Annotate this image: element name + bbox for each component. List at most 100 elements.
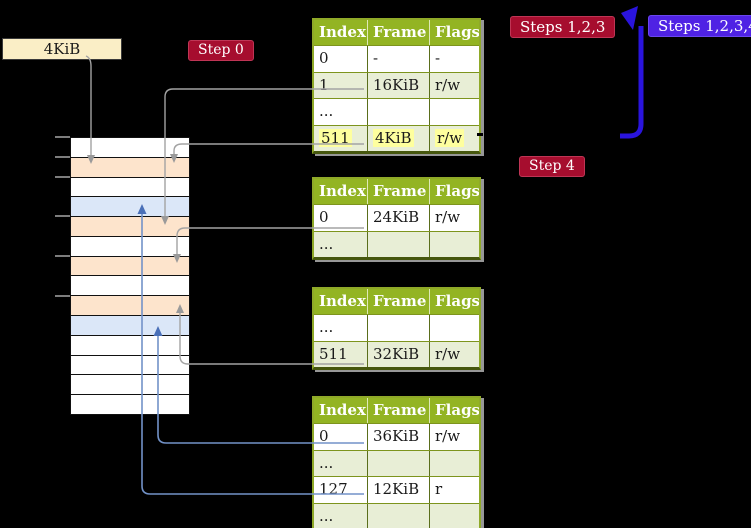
cell-text: r/w (435, 344, 461, 363)
cell-text: 36KiB (373, 427, 420, 445)
memory-frame-row-peach (71, 217, 189, 237)
memory-frame-row-white (71, 236, 189, 257)
cell-flags (429, 99, 479, 125)
cell-flags (429, 231, 479, 257)
cell-flags: r/w (429, 424, 479, 450)
memory-frame-row-white (71, 395, 189, 414)
table-row: ... (314, 502, 479, 528)
cell-frame: - (367, 46, 429, 72)
cell-flags (429, 503, 479, 528)
page-table-level4: Index Frame Flags 0 - - 1 16KiB r/w ... … (312, 18, 481, 154)
cell-frame (367, 450, 429, 476)
physical-memory-strip (70, 137, 190, 415)
memory-frame-row-white (71, 138, 189, 158)
cell-text-highlight: 511 (319, 128, 352, 147)
frame-size-text: 4KiB (43, 40, 81, 58)
badge-steps-1-2-3: Steps 1,2,3 (510, 16, 616, 38)
cell-text: ... (319, 102, 334, 120)
cell-text: - (373, 49, 379, 67)
header-flags: Flags (429, 179, 479, 204)
frame-size-label: 4KiB (2, 38, 122, 60)
cell-frame (367, 503, 429, 528)
cell-text: 24KiB (373, 208, 420, 226)
memory-frame-row-white (71, 375, 189, 396)
cell-text-highlight: r/w (435, 128, 465, 147)
table-header: Index Frame Flags (314, 179, 479, 204)
cell-index: ... (314, 451, 367, 477)
header-index: Index (319, 182, 366, 200)
memory-tick (55, 136, 70, 138)
memory-frame-row-blue (71, 316, 189, 336)
memory-tick (55, 255, 70, 258)
table-row: 127 12KiB r (314, 476, 479, 503)
cell-frame (367, 231, 429, 257)
cell-frame: 16KiB (367, 72, 429, 98)
cell-index: 127 (314, 477, 367, 503)
cell-flags: r (429, 477, 479, 503)
table-row: ... (314, 314, 479, 341)
table-row: ... (314, 230, 479, 257)
cell-text: 0 (319, 427, 329, 445)
cell-text: - (435, 49, 441, 67)
badge-step-0-label: Step 0 (198, 42, 244, 58)
header-index: Index (319, 23, 366, 41)
cell-text: ... (319, 506, 334, 525)
cell-text: r/w (435, 427, 461, 445)
cell-flags: - (429, 46, 479, 72)
cell-frame: 24KiB (367, 205, 429, 231)
table-row: 0 24KiB r/w (314, 204, 479, 231)
cell-index: 1 (314, 73, 367, 99)
memory-frame-row-blue (71, 197, 189, 218)
cell-text: ... (319, 318, 334, 336)
recursive-loop-arrow (620, 6, 644, 139)
page-table-level1: Index Frame Flags 0 36KiB r/w ... 127 12… (312, 396, 481, 528)
header-index: Index (319, 292, 366, 310)
table-row: 511 32KiB r/w (314, 340, 479, 367)
header-flags: Flags (429, 289, 479, 314)
cell-flags (429, 315, 479, 341)
cell-text: 12KiB (373, 480, 420, 498)
cell-flags (429, 450, 479, 476)
memory-frame-row-peach (71, 296, 189, 317)
cell-index: 0 (314, 205, 367, 231)
cell-flags: r/w (429, 341, 479, 367)
cell-text: 16KiB (373, 75, 420, 94)
cell-index: ... (314, 315, 367, 341)
badge-steps-1-2-3-label: Steps 1,2,3 (520, 18, 606, 36)
memory-tick (55, 215, 70, 218)
header-frame: Frame (367, 289, 429, 314)
memory-frame-row-peach (71, 157, 189, 178)
badge-steps-1-2-3-4-label: Steps 1,2,3,4 (658, 17, 751, 35)
cell-frame: 32KiB (367, 341, 429, 367)
page-table-level3: Index Frame Flags 0 24KiB r/w ... (312, 177, 481, 260)
cell-flags: r/w (429, 72, 479, 98)
header-flags: Flags (429, 20, 479, 45)
cell-flags: r/w (429, 125, 479, 151)
memory-frame-row-peach (71, 256, 189, 277)
memory-ticks (55, 136, 70, 306)
header-index: Index (319, 401, 366, 419)
cell-index: 511 (314, 126, 367, 152)
table-row-highlighted: 511 4KiB r/w (314, 124, 479, 152)
table-header: Index Frame Flags (314, 398, 479, 423)
table-row: ... (314, 449, 479, 477)
cell-frame: 12KiB (367, 477, 429, 503)
cell-text: ... (319, 234, 334, 253)
table-row: 1 16KiB r/w (314, 71, 479, 99)
cell-flags: r/w (429, 205, 479, 231)
memory-frame-row-white (71, 335, 189, 356)
cell-text: 0 (319, 49, 329, 67)
badge-step-4-label: Step 4 (529, 158, 575, 174)
memory-frame-row-white (71, 355, 189, 376)
cell-frame (367, 99, 429, 125)
table-row: ... (314, 98, 479, 125)
cell-text: r/w (435, 208, 461, 226)
cell-index: ... (314, 99, 367, 125)
memory-frame-row-white (71, 177, 189, 198)
cell-frame (367, 315, 429, 341)
table-header: Index Frame Flags (314, 20, 479, 45)
header-frame: Frame (367, 20, 429, 45)
header-frame: Frame (367, 398, 429, 423)
table-row: 0 - - (314, 45, 479, 72)
header-flags: Flags (429, 398, 479, 423)
